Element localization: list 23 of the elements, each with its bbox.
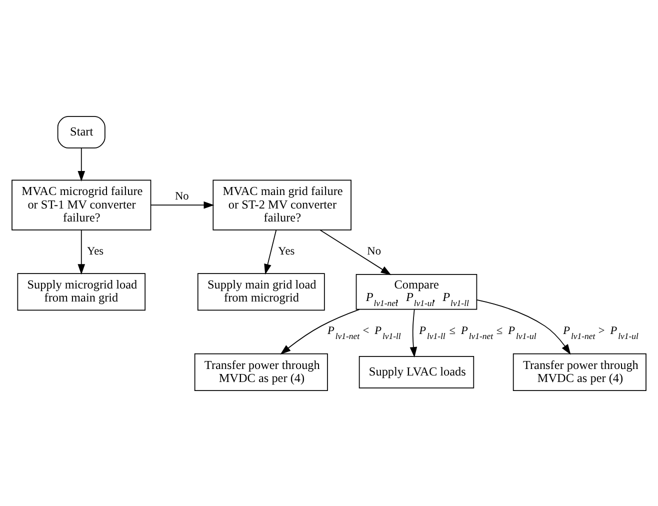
node-box: Supply main grid load from microgrid [197,272,325,310]
edge-label: Yes [87,245,104,258]
node-box: Transfer power through MVDC as per (4) [194,352,328,390]
edge-label: P$_{lv1-ll}$ ≤ P$_{lv1-net}$ ≤ P$_{lv1-ul}$ [419,324,536,341]
node-box: Start [57,116,106,148]
edge-label: P$_{lv1-net}$ < P$_{lv1-ll}$ [327,324,401,341]
edge-label: No [174,190,189,202]
node-box: MVAC main grid failure or ST-2 MV converter failure? [212,179,352,230]
arrow [264,229,277,274]
arrow [150,200,214,208]
arrow [476,299,571,354]
arrow [78,147,86,181]
arrow [320,229,392,275]
edge-label: Yes [278,245,295,258]
node-box: Transfer power through MVDC as per (4) [512,352,646,390]
edge-label: No [367,245,382,258]
node-box: Supply LVAC loads [358,356,474,388]
arrow [410,308,418,358]
node-box: Supply microgrid load from main grid [17,272,146,310]
node-box: MVAC microgrid failure or ST-1 MV converter failure? [12,179,152,230]
arrow [78,229,86,274]
arrow [280,308,360,354]
edge-label: P$_{lv1-net}$ > P$_{lv1-ul}$ [563,324,638,341]
